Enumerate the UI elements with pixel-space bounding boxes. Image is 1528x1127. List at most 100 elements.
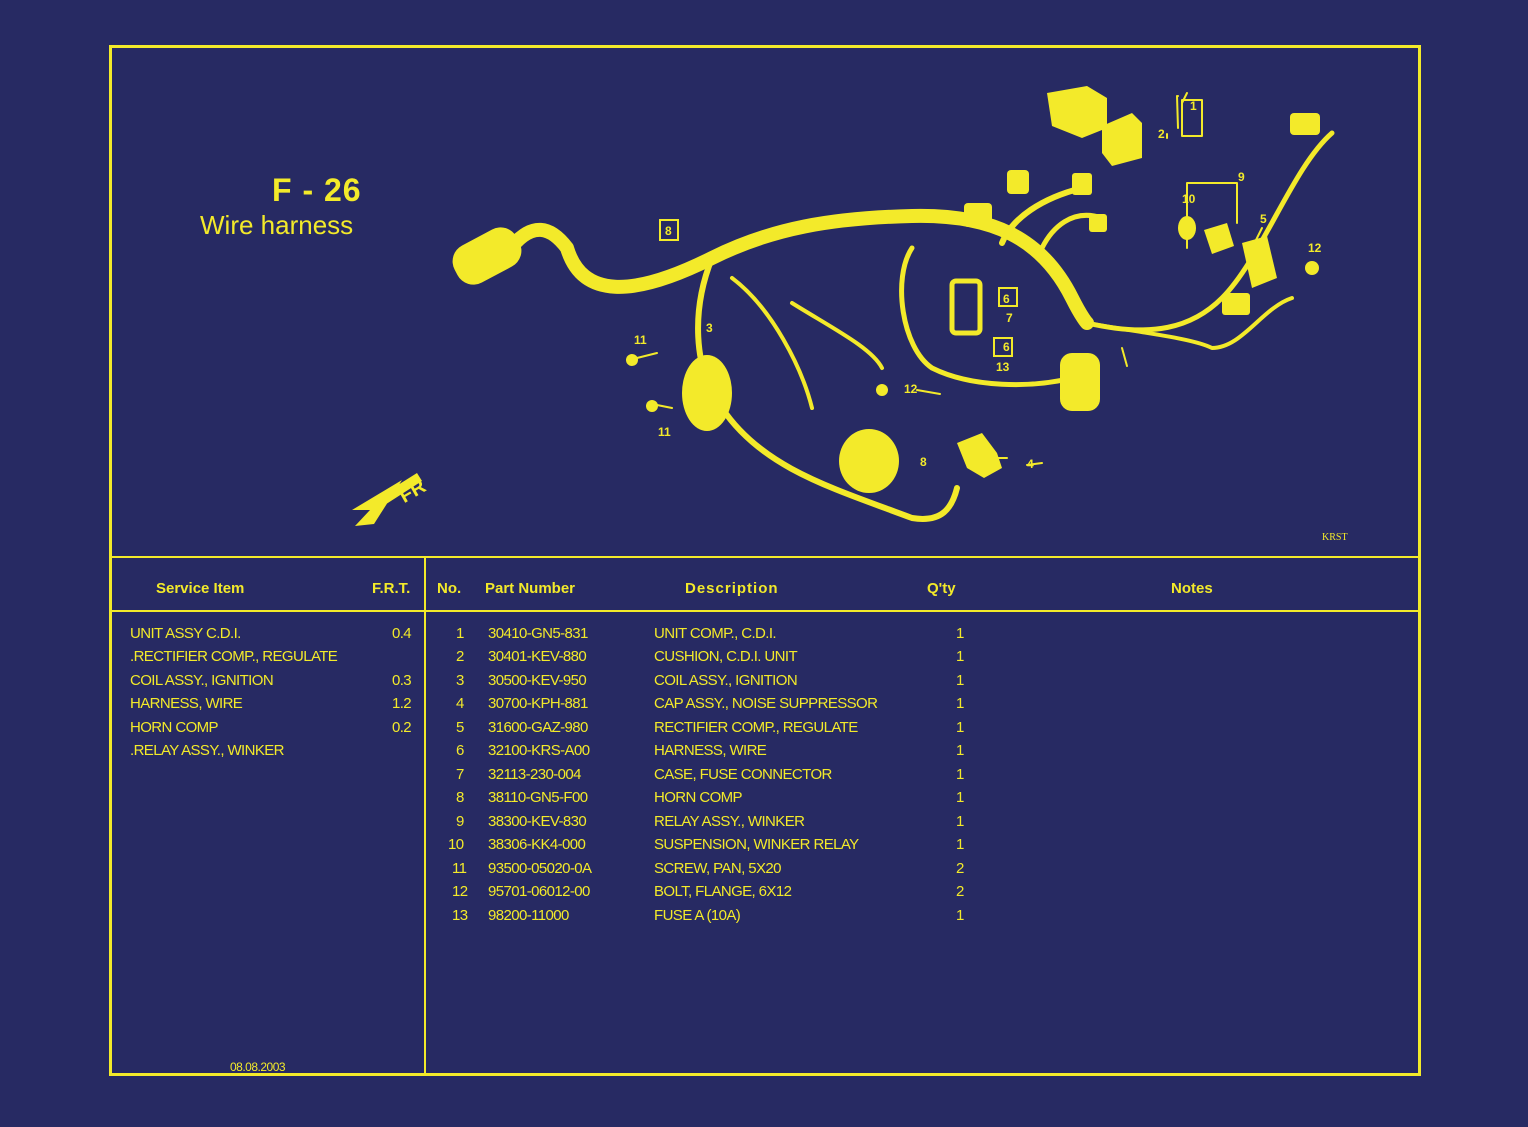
col-notes: Notes	[1171, 580, 1213, 597]
part-description: HARNESS, WIRE	[654, 742, 767, 759]
service-item-name: .RECTIFIER COMP., REGULATE	[130, 648, 338, 665]
part-qty: 1	[956, 836, 964, 853]
connector-b	[1007, 170, 1029, 194]
front-arrow-icon	[352, 473, 422, 526]
part-number: 93500-05020-0A	[488, 860, 592, 877]
callout-7: 7	[1006, 311, 1013, 325]
table-column-divider	[424, 556, 426, 1073]
screw-11a	[626, 354, 638, 366]
service-item-frt: 1.2	[392, 695, 412, 712]
harness-upper-branch	[999, 185, 1085, 246]
callout-11a: 11	[634, 333, 647, 347]
service-item-name: HORN COMP	[130, 719, 219, 736]
part-description: FUSE A (10A)	[654, 907, 741, 924]
part-qty: 1	[956, 672, 964, 689]
part-number: 38110-GN5-F00	[488, 789, 588, 806]
wire-harness-illustration: 1 2 3 4 5 6 7 8 9 10 11 11 12 12 13 8 6 …	[352, 86, 1335, 526]
part-no: 11	[452, 860, 467, 877]
left-coupler	[452, 227, 522, 285]
horn	[839, 429, 899, 493]
part-number: 30410-GN5-831	[488, 625, 588, 642]
part-description: BOLT, FLANGE, 6X12	[654, 883, 792, 900]
harness-lower-loop	[695, 255, 960, 522]
part-no: 6	[456, 742, 464, 759]
col-no: No.	[437, 580, 462, 597]
service-item-name: .RELAY ASSY., WINKER	[130, 742, 285, 759]
part-qty: 1	[956, 907, 964, 924]
part-qty: 1	[956, 719, 964, 736]
part-qty: 1	[956, 648, 964, 665]
noise-suppressor-cap	[957, 433, 1002, 478]
part-description: CUSHION, C.D.I. UNIT	[654, 648, 798, 665]
diagram-area: F - 26 Wire harness	[112, 48, 1418, 558]
service-item-frt: 0.3	[392, 672, 412, 689]
winker-relay	[1204, 223, 1234, 254]
part-number: 30500-KEV-950	[488, 672, 587, 689]
callout-1: 1	[1190, 99, 1197, 113]
callout-9: 9	[1238, 170, 1245, 184]
service-item-name: UNIT ASSY C.D.I.	[130, 625, 241, 642]
callout-5: 5	[1260, 212, 1267, 226]
callout-6-label: 6	[1003, 340, 1010, 354]
bolt-12a	[876, 384, 888, 396]
part-number: 98200-11000	[488, 907, 569, 924]
callout-3: 3	[706, 321, 713, 335]
part-number: 30700-KPH-881	[488, 695, 588, 712]
part-no: 1	[456, 625, 464, 642]
part-number: 31600-GAZ-980	[488, 719, 588, 736]
harness-canister	[1060, 353, 1100, 411]
page-code: F - 26	[272, 172, 362, 208]
part-description: RECTIFIER COMP., REGULATE	[654, 719, 858, 736]
bolt-12b	[1305, 261, 1319, 275]
part-qty: 1	[956, 789, 964, 806]
harness-right-lower	[1085, 296, 1294, 350]
part-description: CAP ASSY., NOISE SUPPRESSOR	[654, 695, 878, 712]
part-no: 13	[452, 907, 468, 924]
revision-date: 08.08.2003	[230, 1060, 286, 1074]
part-description: SCREW, PAN, 5X20	[654, 860, 781, 877]
part-number: 38306-KK4-000	[488, 836, 586, 853]
part-qty: 1	[956, 813, 964, 830]
front-arrow-label: FR	[396, 475, 431, 508]
part-qty: 1	[956, 742, 964, 759]
connector-c	[1072, 173, 1092, 195]
service-item-name: COIL ASSY., IGNITION	[130, 672, 274, 689]
harness-main-trunk	[500, 208, 1094, 330]
part-qty: 1	[956, 766, 964, 783]
part-description: SUSPENSION, WINKER RELAY	[654, 836, 859, 853]
part-no: 8	[456, 789, 464, 806]
callout-8: 8	[920, 455, 927, 469]
part-no: 3	[456, 672, 464, 689]
part-qty: 2	[956, 883, 964, 900]
page-title: Wire harness	[200, 210, 354, 240]
callout-8-box: 8	[665, 224, 672, 238]
service-item-frt: 0.4	[392, 625, 412, 642]
harness-middle-branch	[730, 276, 814, 410]
callout-11b: 11	[658, 425, 671, 439]
rectifier	[1242, 236, 1277, 288]
part-description: UNIT COMP., C.D.I.	[654, 625, 777, 642]
watermark-code: KRST	[1322, 532, 1348, 543]
rectifier-connector	[1222, 293, 1250, 315]
part-no: 2	[456, 648, 464, 665]
part-no: 10	[448, 836, 464, 853]
table-top-rule	[112, 556, 1418, 558]
callout-12b: 12	[1308, 241, 1322, 255]
service-item-frt: 0.2	[392, 719, 412, 736]
cdi-unit	[1047, 86, 1107, 138]
callout-4: 4	[1027, 457, 1034, 471]
part-qty: 1	[956, 625, 964, 642]
col-part-number: Part Number	[485, 580, 576, 597]
relay-suspension	[1178, 216, 1196, 240]
harness-fuse-loop	[899, 245, 1075, 388]
part-qty: 1	[956, 695, 964, 712]
rear-connector	[1290, 113, 1320, 135]
callout-6-box: 6	[1003, 292, 1010, 306]
callout-12a: 12	[904, 382, 918, 396]
connector-a	[964, 203, 992, 227]
part-description: COIL ASSY., IGNITION	[654, 672, 798, 689]
fuse-case	[949, 278, 983, 336]
part-qty: 2	[956, 860, 964, 877]
part-description: RELAY ASSY., WINKER	[654, 813, 805, 830]
col-description: Description	[685, 580, 779, 597]
